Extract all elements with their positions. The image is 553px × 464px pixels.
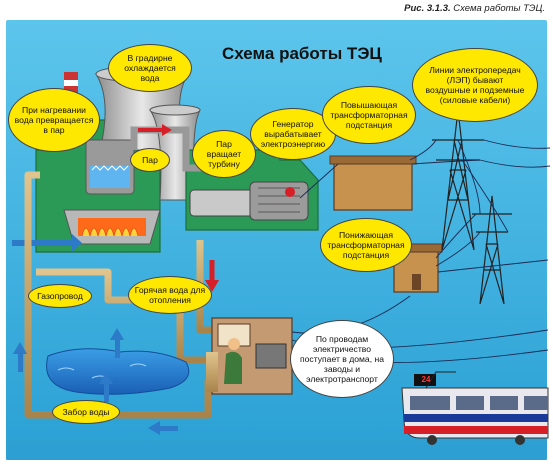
callout-electricity: По проводам электричество поступает в до… — [290, 320, 394, 398]
callout-steam-turbine: Пар вращает турбину — [192, 130, 256, 178]
callout-power-lines: Линии электропередач (ЛЭП) бывают воздуш… — [412, 48, 538, 122]
callout-generator: Генератор вырабатывает электроэнергию — [250, 108, 336, 160]
callout-cooling-tower: В градирне охлаждается вода — [108, 44, 192, 92]
steam-pipe — [130, 126, 206, 172]
callout-gas-pipeline: Газопровод — [28, 284, 92, 308]
water-flow-arrows — [13, 328, 178, 435]
figure-caption-text: Схема работы ТЭЦ. — [453, 3, 545, 14]
callout-step-up: Повышающая трансформаторная подстанция — [322, 86, 416, 144]
callout-water-intake: Забор воды — [52, 400, 120, 424]
callout-heating-water: При нагревании вода превращается в пар — [8, 88, 100, 152]
callout-hot-water: Горячая вода для отопления — [128, 276, 212, 314]
tram-number: 24 — [421, 375, 431, 384]
diagram-title: Схема работы ТЭЦ — [222, 44, 382, 63]
tram — [401, 371, 549, 445]
figure-caption: Рис. 3.1.3. Схема работы ТЭЦ. — [404, 3, 545, 14]
step-up-substation — [333, 161, 413, 211]
hot-water-pipe — [196, 240, 214, 334]
callout-step-down: Понижающая трансформаторная подстанция — [320, 218, 412, 272]
tv-set — [255, 343, 287, 369]
gas-arrow — [72, 234, 82, 252]
boiler-water — [90, 166, 130, 188]
gas-line — [12, 240, 72, 246]
water-intake-pipe — [24, 171, 212, 419]
water-source-lake — [46, 348, 190, 395]
armchair-person — [224, 351, 242, 384]
ground-strip — [6, 440, 547, 460]
figure-number: Рис. 3.1.3. — [404, 3, 451, 14]
callout-steam: Пар — [130, 148, 170, 172]
